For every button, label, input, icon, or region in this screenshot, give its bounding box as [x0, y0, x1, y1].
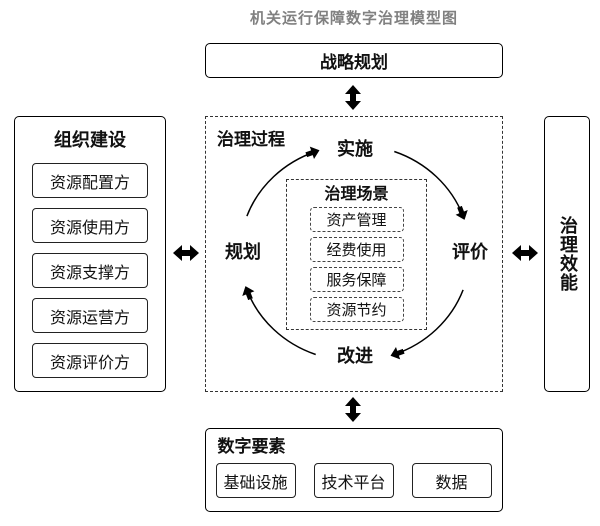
digital-item-data: 数据 [411, 463, 492, 498]
organization-item-use: 资源使用方 [32, 208, 148, 243]
digital-item-platform: 技术平台 [313, 463, 394, 498]
cycle-label-evaluate: 评价 [452, 242, 488, 263]
organization-title: 组织建设 [54, 130, 126, 151]
cycle-label-plan: 规划 [225, 242, 261, 263]
cycle-label-improve: 改进 [337, 346, 373, 367]
scenario-panel: 治理场景 资产管理 经费使用 服务保障 资源节约 [286, 179, 427, 330]
organization-panel: 组织建设 资源配置方 资源使用方 资源支撑方 资源运营方 资源评价方 [14, 116, 166, 392]
double-arrow-process-digital-icon [345, 397, 361, 422]
diagram-title: 机关运行保障数字治理模型图 [249, 9, 458, 27]
scenario-item-funds: 经费使用 [309, 237, 404, 262]
digital-elements-panel: 数字要素 基础设施 技术平台 数据 [205, 428, 503, 512]
organization-item-evaluation: 资源评价方 [32, 343, 148, 378]
organization-item-config: 资源配置方 [32, 163, 148, 198]
effectiveness-panel: 治理效能 [544, 116, 590, 392]
effectiveness-label: 治理效能 [557, 216, 578, 292]
double-arrow-organization-process-icon [173, 245, 199, 261]
scenario-item-conservation: 资源节约 [309, 297, 404, 322]
strategy-label: 战略规划 [320, 53, 388, 73]
cycle-label-implement: 实施 [337, 139, 373, 160]
digital-item-infrastructure: 基础设施 [215, 463, 296, 498]
organization-item-support: 资源支撑方 [32, 253, 148, 288]
process-title: 治理过程 [217, 130, 285, 150]
strategy-box: 战略规划 [205, 43, 503, 78]
double-arrow-process-effectiveness-icon [512, 245, 538, 261]
double-arrow-strategy-process-icon [345, 85, 361, 110]
organization-item-operation: 资源运营方 [32, 298, 148, 333]
scenario-item-services: 服务保障 [309, 267, 404, 292]
digital-elements-title: 数字要素 [217, 437, 286, 457]
digital-elements-row: 基础设施 技术平台 数据 [215, 463, 503, 498]
scenario-item-assets: 资产管理 [309, 207, 404, 232]
scenario-title: 治理场景 [324, 184, 389, 203]
